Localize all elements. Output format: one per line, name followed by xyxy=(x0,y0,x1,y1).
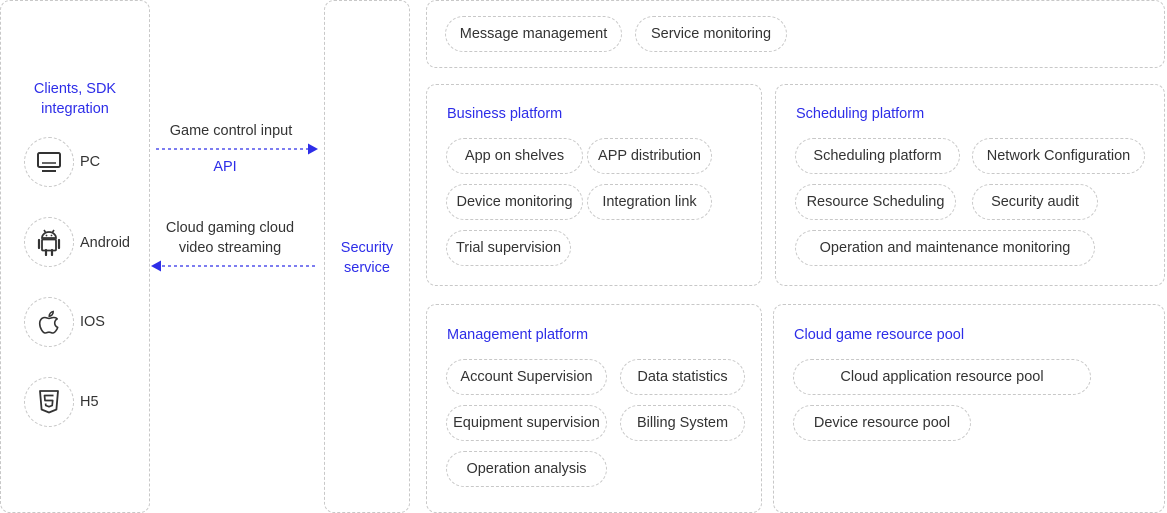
client-android-circle[interactable] xyxy=(24,217,74,267)
apple-icon xyxy=(38,310,59,334)
monitor-icon xyxy=(37,152,61,172)
client-ios-label: IOS xyxy=(80,314,105,330)
resource-pool-item[interactable]: Device resource pool xyxy=(793,405,971,441)
business-item[interactable]: Trial supervision xyxy=(446,230,571,266)
scheduling-item[interactable]: Resource Scheduling xyxy=(795,184,956,220)
management-title: Management platform xyxy=(447,327,589,343)
management-item[interactable]: Account Supervision xyxy=(446,359,607,395)
scheduling-item[interactable]: Network Configuration xyxy=(972,138,1145,174)
scheduling-item[interactable]: Operation and maintenance monitoring xyxy=(795,230,1095,266)
management-item[interactable]: Operation analysis xyxy=(446,451,607,487)
android-icon xyxy=(37,229,61,256)
flow-upper-sublabel: API xyxy=(213,159,237,175)
client-android-label: Android xyxy=(80,235,130,251)
clients-panel xyxy=(0,0,150,513)
client-h5-label: H5 xyxy=(80,394,99,410)
management-item[interactable]: Data statistics xyxy=(620,359,745,395)
business-item[interactable]: Integration link xyxy=(587,184,712,220)
html5-icon xyxy=(39,390,59,414)
flow-lower-label: Cloud gaming cloud video streaming xyxy=(165,220,295,256)
scheduling-title: Scheduling platform xyxy=(796,106,925,122)
client-h5-circle[interactable] xyxy=(24,377,74,427)
scheduling-panel xyxy=(775,84,1165,286)
scheduling-item[interactable]: Scheduling platform xyxy=(795,138,960,174)
top-bar-service-monitoring[interactable]: Service monitoring xyxy=(635,16,787,52)
client-pc-circle[interactable] xyxy=(24,137,74,187)
business-title: Business platform xyxy=(447,106,563,122)
top-bar-message-management[interactable]: Message management xyxy=(445,16,622,52)
business-item[interactable]: APP distribution xyxy=(587,138,712,174)
flow-lower-arrow xyxy=(151,260,318,272)
clients-title: Clients, SDK integration xyxy=(33,81,117,117)
flow-upper-arrow xyxy=(156,143,318,155)
resource-pool-title: Cloud game resource pool xyxy=(794,327,965,343)
client-pc-label: PC xyxy=(80,154,101,170)
business-item[interactable]: Device monitoring xyxy=(446,184,583,220)
scheduling-item[interactable]: Security audit xyxy=(972,184,1098,220)
business-panel xyxy=(426,84,762,286)
resource-pool-item[interactable]: Cloud application resource pool xyxy=(793,359,1091,395)
security-label: Security service xyxy=(340,240,394,276)
client-ios-circle[interactable] xyxy=(24,297,74,347)
flow-upper-label: Game control input xyxy=(169,123,293,139)
top-bar-panel xyxy=(426,0,1165,68)
management-item[interactable]: Equipment supervision xyxy=(446,405,607,441)
management-item[interactable]: Billing System xyxy=(620,405,745,441)
business-item[interactable]: App on shelves xyxy=(446,138,583,174)
